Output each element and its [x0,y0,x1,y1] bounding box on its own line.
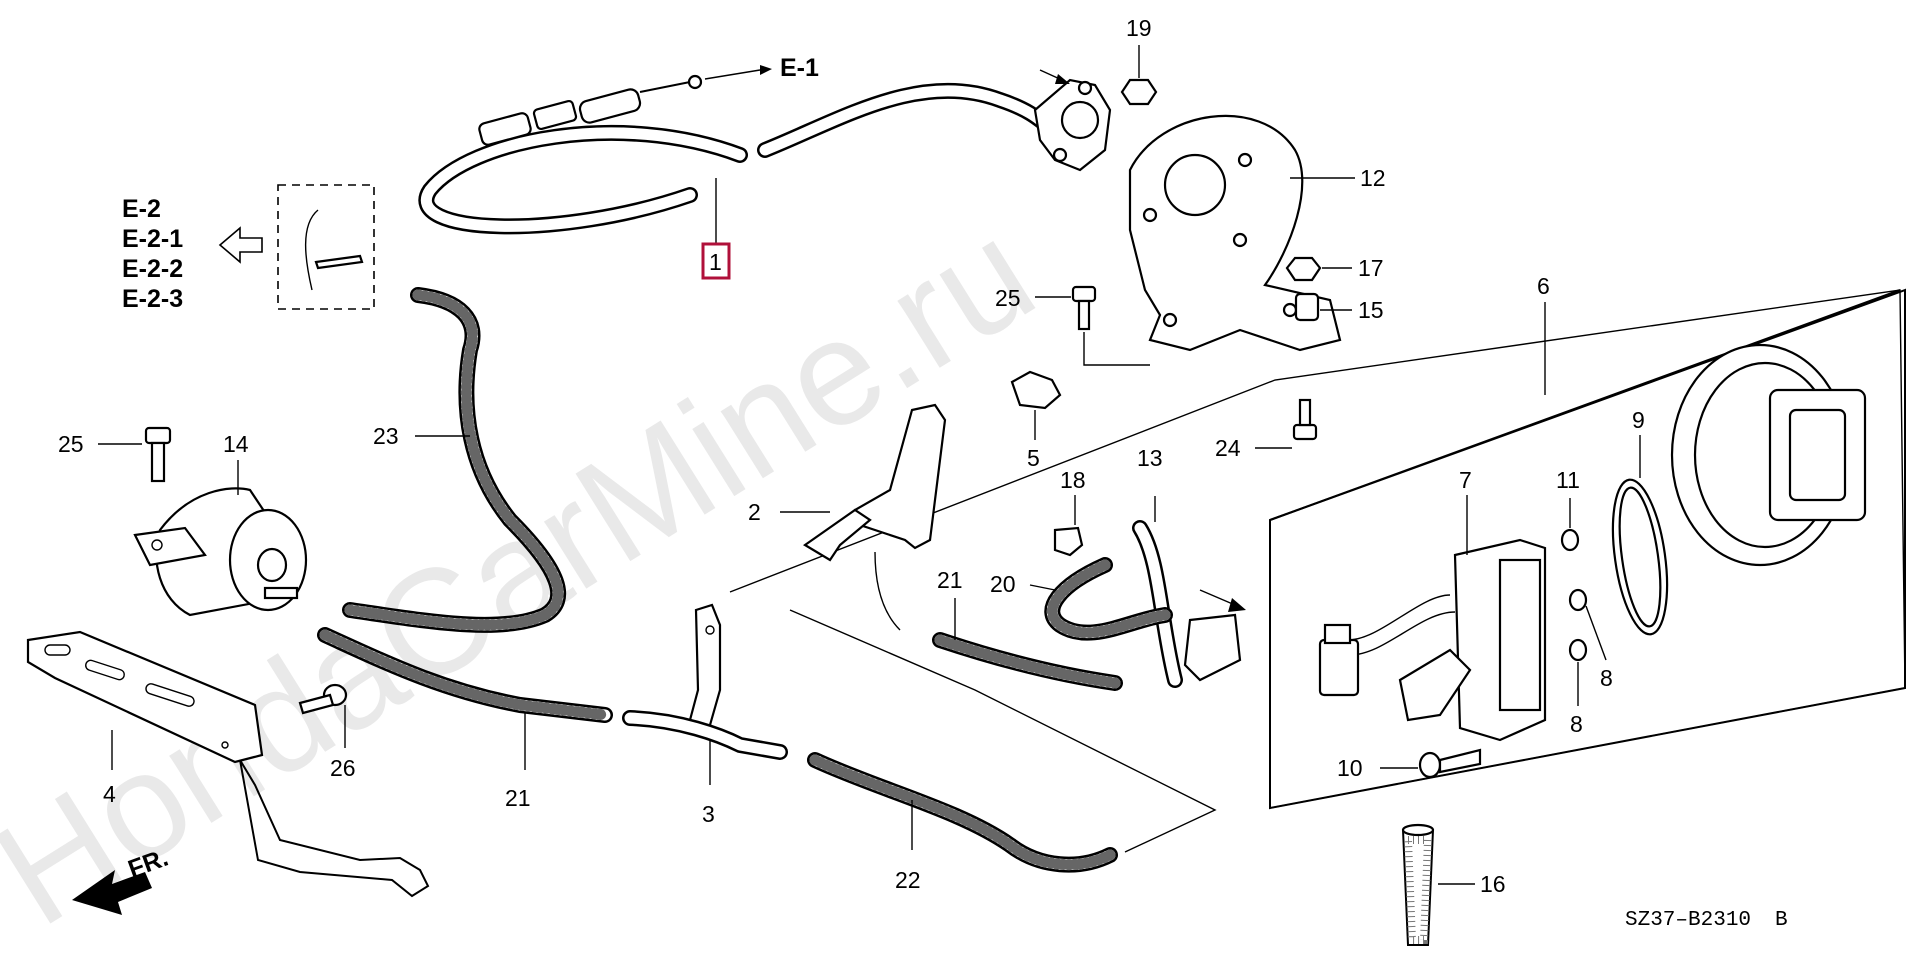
callout-25-upper[interactable]: 25 [995,285,1021,311]
actuator-bracket-plate[interactable] [1128,114,1342,352]
callout-8-right[interactable]: 8 [1600,665,1613,691]
pipe-13[interactable] [1132,520,1242,688]
callout-18[interactable]: 18 [1060,467,1086,493]
callout-25-lower[interactable]: 25 [58,431,84,457]
callout-21-right[interactable]: 21 [937,567,963,593]
callout-12[interactable]: 12 [1360,165,1386,191]
callout-6[interactable]: 6 [1537,273,1550,299]
collar-15[interactable] [1294,292,1320,322]
pipe-center[interactable] [622,710,788,760]
bracket-4[interactable] [26,630,430,898]
ref-e2[interactable]: E-2 [122,195,161,223]
callout-26[interactable]: 26 [330,755,356,781]
diagram-code: SZ37–B2310 [1625,909,1751,932]
callout-9[interactable]: 9 [1632,407,1645,433]
callout-1[interactable]: 1 [709,249,722,275]
e2-arrow [218,226,263,264]
callout-21-left[interactable]: 21 [505,785,531,811]
callout-1-highlight [701,242,731,280]
nut-19[interactable] [1120,78,1158,106]
hose-21-right[interactable] [932,632,1123,691]
seal-ring-9[interactable] [1604,476,1675,637]
bracket-3[interactable] [688,603,722,732]
callout-2[interactable]: 2 [748,499,761,525]
ref-e2-3[interactable]: E-2-3 [122,285,183,313]
callout-4[interactable]: 4 [103,781,116,807]
washer-11[interactable] [1560,528,1580,552]
canister-14[interactable] [133,487,308,617]
callout-16[interactable]: 16 [1480,871,1506,897]
clip-5[interactable] [1010,370,1062,410]
bolt-26[interactable] [298,683,348,715]
callout-17[interactable]: 17 [1358,255,1384,281]
callout-3[interactable]: 3 [702,801,715,827]
bolt-25-lower[interactable] [144,426,172,483]
front-direction-arrow [72,870,152,915]
callout-23[interactable]: 23 [373,423,399,449]
callout-15[interactable]: 15 [1358,297,1384,323]
callout-10[interactable]: 10 [1337,755,1363,781]
callout-14[interactable]: 14 [223,431,249,457]
actuator-body-7[interactable] [1318,538,1547,742]
grommet-18[interactable] [1053,526,1084,557]
ref-e2-1[interactable]: E-2-1 [122,225,183,253]
hose-22[interactable] [807,752,1118,873]
callout-24[interactable]: 24 [1215,435,1241,461]
throttle-cable[interactable] [418,74,1112,235]
callout-7[interactable]: 7 [1459,467,1472,493]
callout-8-lower[interactable]: 8 [1570,711,1583,737]
hose-23[interactable] [342,287,567,633]
hose-16[interactable] [1401,823,1435,946]
callout-5[interactable]: 5 [1027,445,1040,471]
bolt-25-upper[interactable] [1071,285,1097,331]
ref-e2-2[interactable]: E-2-2 [122,255,183,283]
e2-detail-box [277,184,375,310]
ref-e1[interactable]: E-1 [780,54,819,82]
hose-20[interactable] [1044,557,1173,641]
bolt-24[interactable] [1292,398,1318,441]
callout-11[interactable]: 11 [1556,467,1580,493]
diagram-rev: B [1775,909,1788,932]
bracket-2[interactable] [802,403,947,631]
washer-8-lower[interactable] [1568,638,1588,662]
nut-17[interactable] [1285,256,1322,282]
callout-20[interactable]: 20 [990,571,1016,597]
actuator-drum[interactable] [1670,343,1867,567]
washer-8-upper[interactable] [1568,588,1588,612]
callout-22[interactable]: 22 [895,867,921,893]
screw-10[interactable] [1418,748,1482,779]
e1-arrow [704,69,761,80]
hose-21-left[interactable] [317,627,613,723]
callout-19[interactable]: 19 [1126,15,1152,41]
callout-13[interactable]: 13 [1137,445,1163,471]
